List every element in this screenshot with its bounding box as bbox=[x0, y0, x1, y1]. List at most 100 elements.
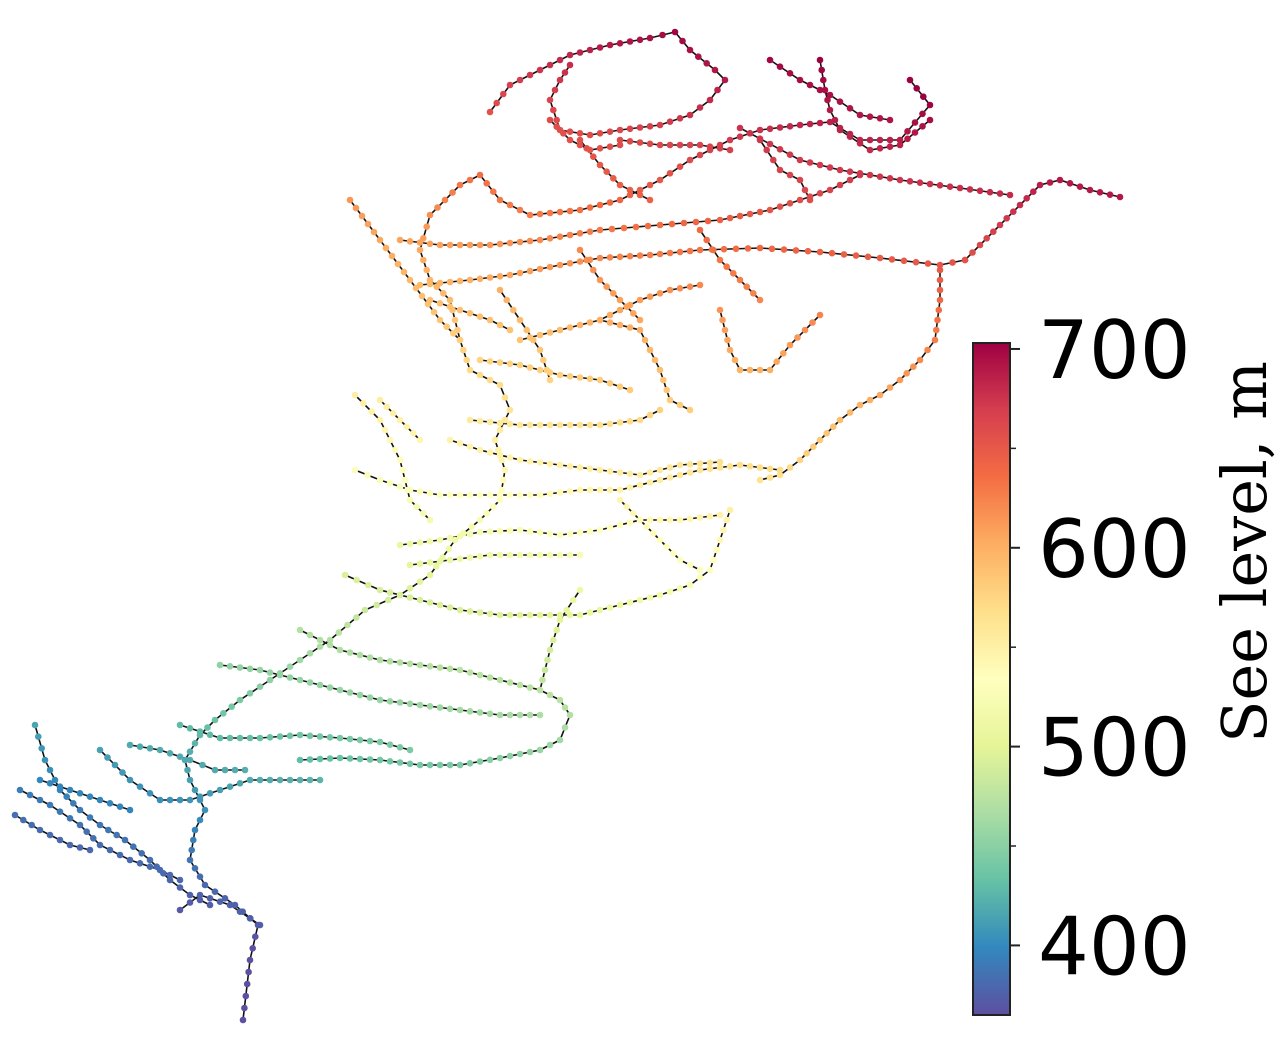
junction-node bbox=[246, 734, 254, 742]
junction-node bbox=[326, 734, 334, 741]
junction-node bbox=[916, 356, 924, 364]
junction-node bbox=[931, 336, 939, 344]
junction-node bbox=[676, 471, 684, 479]
junction-node bbox=[910, 363, 917, 371]
junction-node bbox=[166, 796, 174, 804]
junction-node bbox=[416, 761, 424, 769]
network-nodes bbox=[11, 28, 1124, 1024]
junction-node bbox=[401, 476, 409, 484]
junction-node bbox=[626, 186, 634, 194]
junction-node bbox=[696, 246, 704, 254]
junction-node bbox=[603, 168, 610, 175]
junction-node bbox=[816, 161, 824, 169]
junction-node bbox=[792, 247, 800, 254]
junction-node bbox=[186, 756, 194, 764]
junction-node bbox=[1010, 208, 1017, 215]
junction-node bbox=[756, 208, 764, 216]
junction-node bbox=[666, 170, 674, 177]
junction-node bbox=[361, 606, 369, 614]
junction-node bbox=[566, 463, 574, 470]
junction-node bbox=[26, 791, 34, 799]
junction-node bbox=[546, 421, 554, 429]
junction-node bbox=[296, 731, 304, 739]
junction-node bbox=[96, 841, 104, 849]
junction-node bbox=[836, 181, 844, 189]
junction-node bbox=[416, 436, 424, 444]
junction-node bbox=[716, 145, 724, 152]
junction-node bbox=[496, 321, 504, 329]
junction-node bbox=[526, 267, 534, 275]
junction-node bbox=[586, 131, 594, 139]
junction-node bbox=[766, 140, 774, 148]
junction-node bbox=[616, 136, 624, 144]
junction-node bbox=[443, 323, 451, 331]
junction-node bbox=[383, 403, 391, 411]
junction-node bbox=[773, 358, 780, 366]
junction-node bbox=[546, 691, 554, 699]
junction-node bbox=[385, 596, 392, 604]
junction-node bbox=[666, 141, 674, 149]
junction-node bbox=[670, 550, 677, 557]
junction-node bbox=[831, 116, 839, 124]
junction-node bbox=[376, 738, 384, 746]
junction-node bbox=[801, 326, 809, 334]
junction-node bbox=[636, 481, 644, 489]
junction-node bbox=[716, 256, 724, 264]
junction-node bbox=[420, 256, 427, 264]
junction-node bbox=[191, 826, 199, 834]
junction-node bbox=[1023, 195, 1030, 202]
junction-node bbox=[66, 786, 74, 794]
junction-node bbox=[776, 166, 784, 174]
junction-node bbox=[606, 468, 614, 475]
junction-node bbox=[856, 111, 864, 119]
junction-node bbox=[586, 486, 594, 494]
junction-node bbox=[186, 725, 194, 732]
junction-node bbox=[576, 529, 584, 536]
junction-node bbox=[826, 164, 834, 171]
junction-node bbox=[306, 732, 314, 740]
junction-node bbox=[451, 316, 459, 324]
junction-node bbox=[596, 201, 604, 209]
junction-node bbox=[590, 266, 597, 274]
junction-node bbox=[626, 484, 634, 491]
junction-node bbox=[466, 608, 474, 615]
junction-node bbox=[596, 254, 604, 262]
junction-node bbox=[316, 776, 324, 784]
junction-node bbox=[906, 178, 914, 185]
junction-node bbox=[736, 124, 744, 132]
junction-node bbox=[536, 746, 544, 754]
junction-node bbox=[516, 526, 524, 534]
junction-node bbox=[434, 204, 441, 211]
junction-node bbox=[620, 224, 628, 232]
junction-node bbox=[516, 238, 524, 246]
junction-node bbox=[196, 793, 204, 800]
junction-node bbox=[886, 384, 894, 391]
pipe-edge bbox=[964, 179, 1121, 261]
junction-node bbox=[686, 111, 694, 119]
junction-node bbox=[486, 528, 494, 535]
junction-node bbox=[176, 721, 184, 729]
junction-node bbox=[676, 285, 684, 292]
junction-node bbox=[496, 286, 504, 294]
junction-node bbox=[553, 116, 560, 124]
junction-node bbox=[896, 176, 904, 184]
junction-node bbox=[721, 76, 729, 84]
junction-node bbox=[226, 663, 234, 670]
junction-node bbox=[606, 380, 614, 387]
junction-node bbox=[876, 136, 884, 144]
junction-node bbox=[373, 601, 381, 609]
junction-node bbox=[456, 440, 464, 447]
junction-node bbox=[636, 36, 644, 44]
junction-node bbox=[516, 491, 524, 499]
junction-node bbox=[353, 614, 360, 621]
junction-node bbox=[935, 306, 943, 314]
junction-node bbox=[386, 480, 394, 487]
junction-node bbox=[810, 443, 817, 451]
junction-node bbox=[76, 821, 84, 829]
junction-node bbox=[646, 346, 654, 354]
junction-node bbox=[496, 754, 504, 762]
junction-node bbox=[446, 604, 454, 611]
junction-node bbox=[382, 244, 390, 252]
junction-node bbox=[716, 306, 724, 314]
junction-node bbox=[376, 756, 384, 764]
